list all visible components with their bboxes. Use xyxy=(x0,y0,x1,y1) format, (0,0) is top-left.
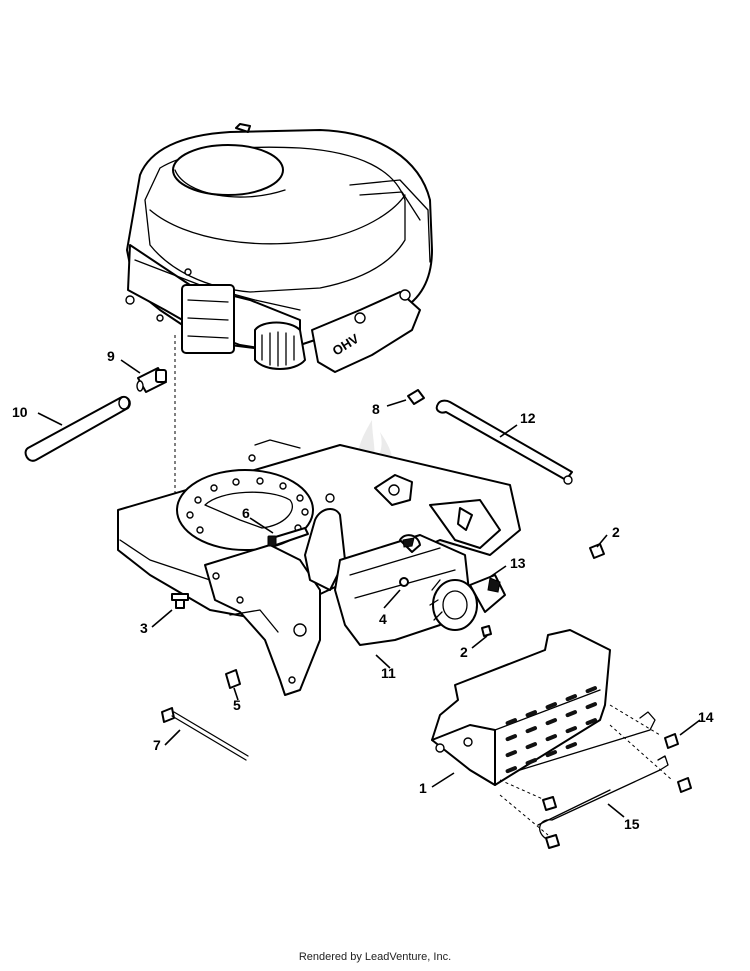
callout-4: 4 xyxy=(379,611,387,627)
part-3-bolt xyxy=(171,593,189,609)
part-8-nut xyxy=(407,389,425,405)
part-14-nut xyxy=(542,733,692,849)
callout-1: 1 xyxy=(419,780,427,796)
callout-3: 3 xyxy=(140,620,148,636)
callout-12: 12 xyxy=(520,410,536,426)
part-12-rod xyxy=(435,399,573,485)
part-9-fitting xyxy=(136,367,167,393)
callout-5: 5 xyxy=(233,697,241,713)
part-5-bolt xyxy=(225,669,241,689)
footer-credit: Rendered by LeadVenture, Inc. xyxy=(298,951,452,963)
part-10-tube xyxy=(24,396,131,462)
callout-13: 13 xyxy=(510,555,526,571)
leader-lines xyxy=(37,359,701,818)
callout-2-lower: 2 xyxy=(460,644,468,660)
part-4-screw xyxy=(399,577,409,587)
callout-2-upper: 2 xyxy=(612,524,620,540)
callout-6: 6 xyxy=(242,505,250,521)
callout-15: 15 xyxy=(624,816,640,832)
callout-labels: 10 9 8 12 6 2 13 3 4 2 11 5 14 7 1 15 xyxy=(12,348,714,832)
callout-9: 9 xyxy=(107,348,115,364)
muffler-assembly xyxy=(304,508,506,646)
engine-assembly: OHV xyxy=(125,123,433,500)
part-2-bolt-upper xyxy=(589,543,605,559)
callout-7: 7 xyxy=(153,737,161,753)
part-2-bolt-lower xyxy=(481,625,492,637)
callout-8: 8 xyxy=(372,401,380,417)
callout-14: 14 xyxy=(698,709,714,725)
part-6-bolt xyxy=(267,527,309,547)
part-7-cable-tie xyxy=(161,707,249,761)
callout-11: 11 xyxy=(381,665,396,681)
callout-10: 10 xyxy=(12,404,28,420)
heat-shield xyxy=(431,629,673,839)
